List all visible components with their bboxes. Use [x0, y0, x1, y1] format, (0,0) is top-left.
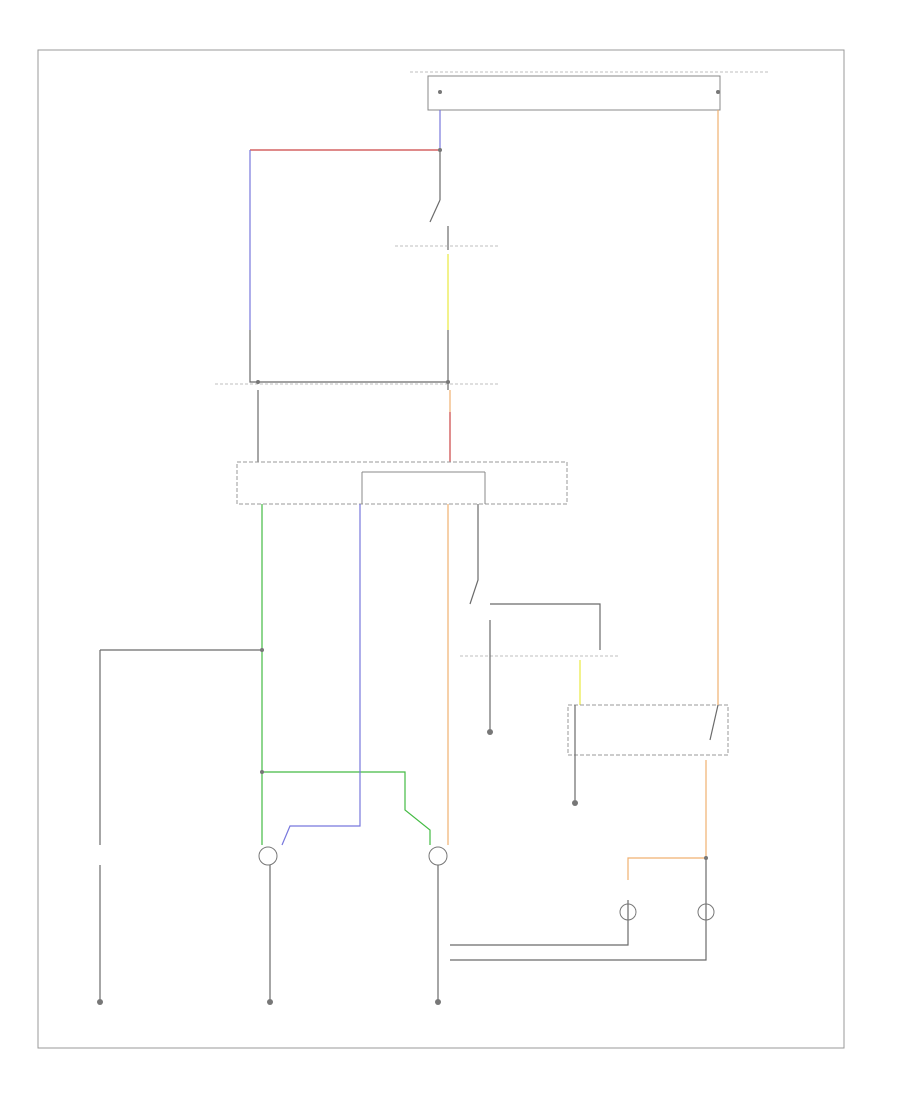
connector-dot: [704, 856, 708, 860]
ground-center-left: [267, 999, 273, 1005]
connector-dot: [260, 648, 264, 652]
diagram-frame: [37, 49, 845, 1049]
ground-relay: [572, 800, 578, 806]
wire-gray-far-right: [709, 704, 719, 741]
top-fuse-left: [438, 90, 442, 94]
connector-dot: [256, 380, 260, 384]
wire-gray-right-switch: [469, 504, 479, 605]
ground-center: [435, 999, 441, 1005]
switch-blade-1: [429, 199, 441, 223]
wire-green-branch: [262, 771, 431, 845]
lamp-center: [428, 846, 448, 866]
lamp-right-2: [697, 903, 715, 921]
ground-switch: [487, 729, 493, 735]
wire-gray-left-upper: [249, 330, 450, 383]
wire-gray-right-lamps: [450, 858, 707, 961]
wire-blue-middle: [281, 504, 361, 846]
wire-gray-right-lamp2: [450, 900, 629, 946]
wire-gray-right-sw2: [490, 603, 601, 650]
right-relay-box: [567, 704, 729, 756]
fuse-panel-box: [427, 75, 721, 111]
wire-orange-right-lower: [627, 760, 707, 880]
lamp-left: [258, 846, 278, 866]
connector-dot: [438, 148, 442, 152]
lamp-right-1: [619, 903, 637, 921]
connector-dot: [446, 380, 450, 384]
connector-dot: [260, 770, 264, 774]
top-fuse-right: [716, 90, 720, 94]
central-junction-box: [236, 461, 568, 505]
ground-left: [97, 999, 103, 1005]
